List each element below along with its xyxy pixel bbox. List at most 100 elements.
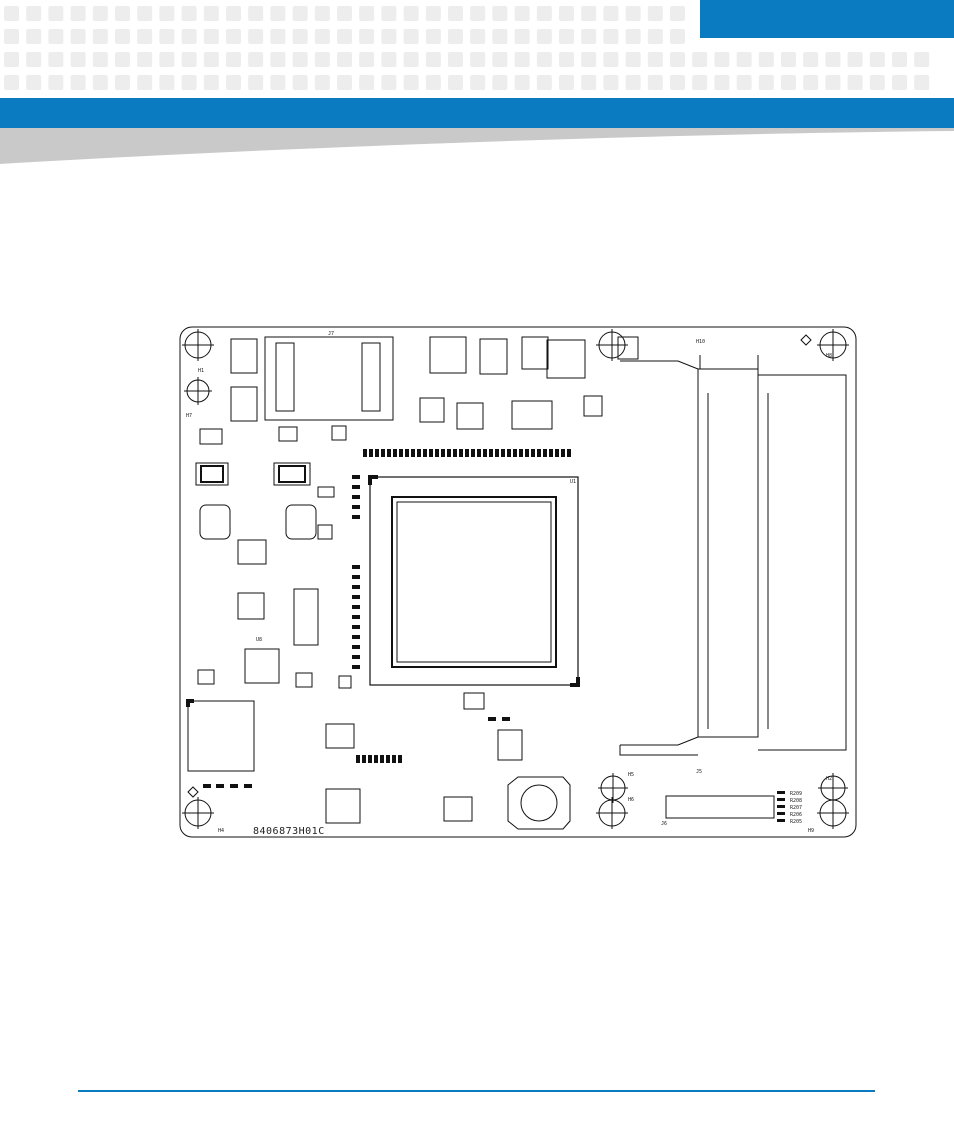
header-pattern-square — [625, 29, 641, 44]
header-pattern-square — [625, 6, 641, 21]
label-mount-h2: H2 — [826, 776, 832, 782]
header-pattern-square — [647, 52, 663, 67]
header-pattern-square — [603, 6, 619, 21]
header-pattern-square — [581, 52, 597, 67]
header-pattern-square — [492, 29, 508, 44]
header-pattern-square — [448, 6, 463, 21]
header-pattern-square — [425, 52, 441, 67]
header-pattern-square — [292, 75, 308, 90]
header-pattern-square — [137, 75, 153, 90]
header-pattern-square — [270, 6, 286, 21]
header-pattern-square — [470, 52, 486, 67]
header-pattern-square — [448, 29, 463, 44]
header-pattern-square — [337, 29, 352, 44]
label-mount-h1: H1 — [198, 368, 204, 374]
header-pattern-square — [670, 52, 685, 67]
header-pattern-square — [825, 75, 841, 90]
header-pattern-square — [292, 52, 308, 67]
header-pattern-square — [581, 29, 597, 44]
header-pattern-square — [847, 52, 863, 67]
header-pattern-square — [536, 52, 552, 67]
header-pattern-square — [137, 6, 153, 21]
header-pattern-square — [115, 52, 130, 67]
header-pattern-square — [359, 6, 375, 21]
header-pattern-square — [492, 6, 508, 21]
header-pattern-square — [647, 75, 663, 90]
header-pattern-square — [70, 75, 86, 90]
header-pattern-square — [403, 52, 419, 67]
header-pattern-square — [381, 52, 397, 67]
header-pattern-square — [625, 52, 641, 67]
header-pattern-square — [248, 52, 264, 67]
header-pattern-square — [359, 29, 375, 44]
header-pattern-square — [914, 52, 930, 67]
header-pattern-square — [425, 75, 441, 90]
header-pattern-square — [892, 52, 907, 67]
header-pattern-square — [48, 52, 64, 67]
label-connector-top: J7 — [328, 331, 334, 337]
header-pattern-square — [514, 6, 530, 21]
label-mount-h4: H4 — [218, 828, 224, 834]
header-pattern-square — [448, 52, 463, 67]
header-pattern-square — [270, 52, 286, 67]
header-pattern-square — [181, 29, 197, 44]
header-pattern-square — [92, 6, 108, 21]
label-mount-h5: H5 — [628, 772, 634, 778]
pcb-layout-drawing: U1 J7 U8 J6 H2 H5 H6 H8 H1 H7 H4 H9 H10 … — [179, 326, 857, 838]
header-pattern-square — [26, 6, 42, 21]
header-pattern-square — [692, 75, 708, 90]
board-part-number: 8406873H01C — [253, 826, 325, 837]
header-pattern-square — [470, 6, 486, 21]
header-pattern-square — [226, 52, 241, 67]
header-pattern-square — [892, 75, 907, 90]
header-pattern-square — [248, 75, 264, 90]
header-pattern-square — [92, 29, 108, 44]
header-pattern-square — [70, 29, 86, 44]
header-pattern-square — [670, 29, 685, 44]
header-pattern-square — [203, 75, 219, 90]
header-pattern-square — [470, 29, 486, 44]
header-pattern-square — [48, 6, 64, 21]
header-pattern-square — [492, 52, 508, 67]
header-pattern-square — [48, 29, 64, 44]
header-pattern-square — [337, 52, 352, 67]
header-pattern-square — [248, 6, 264, 21]
resistor-label: R206 — [790, 812, 802, 818]
header-pattern-square — [181, 52, 197, 67]
header-pattern-square — [314, 75, 330, 90]
header-pattern-square — [736, 75, 752, 90]
header-pattern-square — [314, 52, 330, 67]
header-pattern-square — [203, 29, 219, 44]
header-pattern-square — [314, 6, 330, 21]
header-pattern-square — [536, 6, 552, 21]
label-mount-h8: H8 — [826, 353, 832, 359]
header-pattern-square — [803, 52, 819, 67]
header-pattern-square — [647, 6, 663, 21]
header-pattern-square — [536, 75, 552, 90]
header-pattern-square — [115, 75, 130, 90]
header-pattern-square — [625, 75, 641, 90]
header-pattern-square — [403, 29, 419, 44]
header-pattern-square — [714, 75, 730, 90]
label-chip-left: U8 — [256, 637, 262, 643]
header-pattern-square — [914, 75, 930, 90]
header-pattern-square — [92, 75, 108, 90]
header-pattern-square — [115, 6, 130, 21]
header-pattern-square — [581, 6, 597, 21]
header-pattern-square — [403, 6, 419, 21]
header-pattern-square — [381, 29, 397, 44]
header-pattern-square — [26, 52, 42, 67]
header-pattern-square — [470, 75, 486, 90]
header-pattern-square — [337, 75, 352, 90]
header-pattern-square — [692, 52, 708, 67]
label-mount-h9: H9 — [808, 828, 814, 834]
header-pattern-square — [559, 52, 574, 67]
header-pattern-square — [292, 6, 308, 21]
header-pattern-square — [48, 75, 64, 90]
header-pattern-square — [159, 29, 175, 44]
header-pattern-square — [847, 75, 863, 90]
header-pattern-square — [559, 75, 574, 90]
header-pattern-square — [292, 29, 308, 44]
header-pattern-square — [4, 6, 19, 21]
header-pattern-square — [514, 52, 530, 67]
